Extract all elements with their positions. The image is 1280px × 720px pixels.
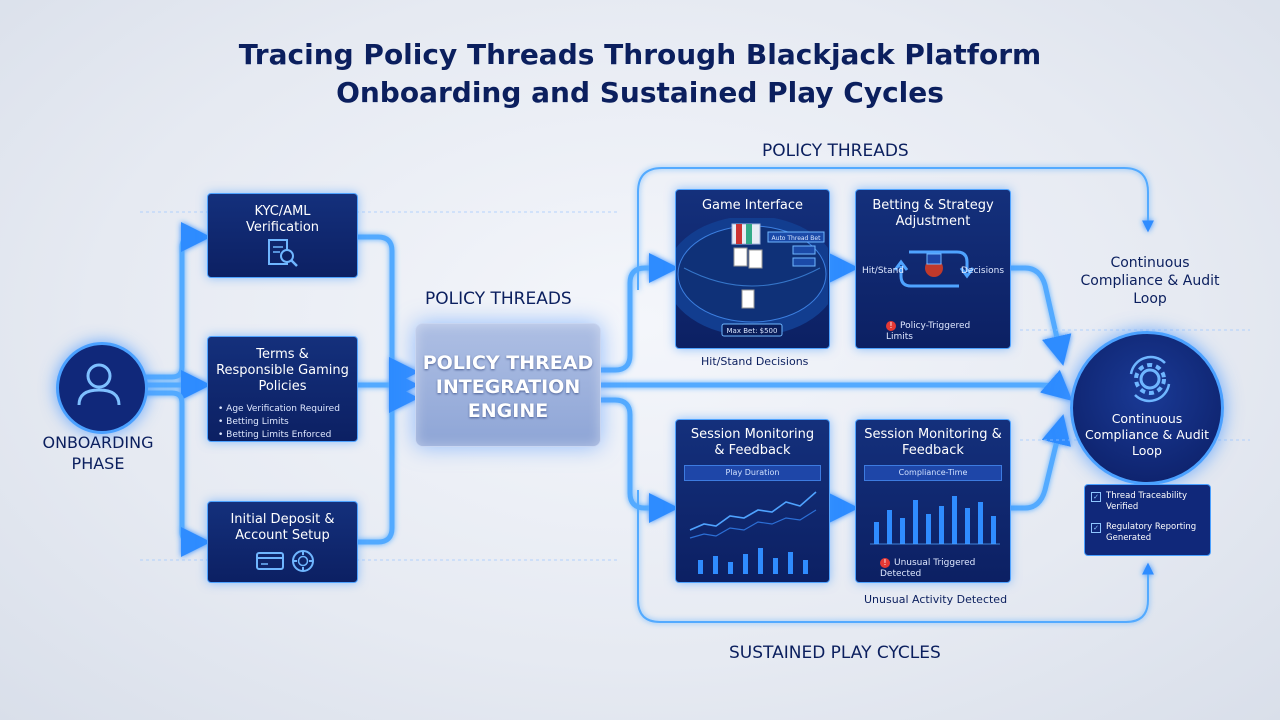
compliance-loop-node: Continuous Compliance & Audit Loop [1070,331,1224,485]
play-duration-chart [689,491,817,574]
title-line-1: Tracing Policy Threads Through Blackjack… [238,38,1042,71]
chart-bar [728,562,733,574]
game-interface-card: Game Interface Auto Thread Bet Max Bet: … [675,189,830,349]
chart-bar [803,560,808,574]
wire-deposit-engine [355,383,419,545]
alert-icon: ! [886,321,896,331]
user-icon [77,363,121,406]
policy-limits-text: Policy-Triggered Limits [886,321,971,342]
compliance-circle-label: Continuous Compliance & Audit Loop [1084,411,1210,458]
game-interface-title: Game Interface [701,198,804,213]
chart-bar [758,548,763,574]
initial-deposit-title: Initial Deposit & Account Setup [230,512,335,543]
chart-bar [900,518,905,544]
chart-bar [887,510,892,544]
wire-onb-kyc [139,222,211,380]
engine-section-label: POLICY THREADS [425,289,572,309]
upper-section-label: POLICY THREADS [762,141,909,161]
policy-thread-engine: POLICY THREAD INTEGRATION ENGINE [415,323,601,447]
diagram-title: Tracing Policy Threads Through Blackjack… [0,36,1280,112]
compliance-checklist: ✓ Thread Traceability Verified ✓ Regulator… [1084,484,1211,556]
strategy-cycle-icon [893,250,975,288]
chart-bar [788,552,793,574]
checkbox-icon: ✓ [1091,492,1101,502]
loop-top [637,167,1154,290]
hit-stand-label: Hit/Stand [862,266,905,276]
alert-icon: ! [880,558,890,568]
check-item: ✓ Thread Traceability Verified [1091,491,1204,513]
session-monitoring-card-1: Session Monitoring & Feedback Play Durat… [675,419,830,583]
wire-engine-main [598,369,1073,401]
terms-policies-title: Terms & Responsible Gaming Policies [216,347,349,394]
game-table-text: Max Bet: $500 [727,327,778,335]
unusual-trigger-text: Unusual Triggered Detected [880,558,976,579]
kyc-aml-title: KYC/AML Verification [245,204,320,235]
unusual-trigger-alert: !Unusual Triggered Detected [880,558,1000,580]
chart-bar [991,516,996,544]
wire-onb-deposit [139,390,211,557]
gear-refresh-icon [1129,355,1171,403]
onboarding-node [56,342,148,434]
terms-policies-card: Terms & Responsible Gaming Policies Age … [207,336,358,442]
loop-bottom [637,490,1154,623]
policy-limits-alert: !Policy-Triggered Limits [886,321,996,343]
kyc-aml-card: KYC/AML Verification [207,193,358,278]
terms-bullet: Age Verification Required [218,403,357,416]
chart-bar [939,506,944,544]
game-interface-caption: Hit/Stand Decisions [701,355,809,368]
blackjack-table-image: Auto Thread Bet Max Bet: $500 [676,218,828,337]
chart-bar [913,500,918,544]
wire-bet-comp [1008,265,1072,366]
check-item-text: Thread Traceability Verified [1106,491,1188,512]
chip-icon [292,550,314,572]
compliance-time-chart [870,496,1000,545]
terms-bullet: Betting Limits Enforced [218,429,357,442]
terms-bullet: Betting Limits [218,416,357,429]
betting-strategy-title: Betting & Strategy Adjustment [872,198,994,229]
chart-bar [952,496,957,544]
title-line-2: Onboarding and Sustained Play Cycles [336,76,944,109]
compliance-top-label: Continuous Compliance & Audit Loop [1080,255,1220,307]
onboarding-label: ONBOARDING PHASE [42,433,154,473]
terms-bullet-list: Age Verification Required Betting Limits… [218,403,357,442]
chart-bar [713,556,718,574]
trend-line [689,491,817,531]
session-monitoring-title-1: Session Monitoring & Feedback [690,427,815,458]
checkbox-icon: ✓ [1091,523,1101,533]
trend-line [689,509,817,539]
lower-section-label: SUSTAINED PLAY CYCLES [729,643,941,663]
betting-strategy-card: Betting & Strategy Adjustment Hit/Stand … [855,189,1011,349]
chart-bar [743,554,748,574]
document-search-icon [268,239,298,267]
chart-bar [773,558,778,574]
compliance-time-label: Compliance-Time [864,465,1002,481]
chart-bar [874,522,879,544]
wire-kyc-engine [355,234,419,387]
chart-bar [978,502,983,544]
chart-bar [965,508,970,544]
chart-bar [698,560,703,574]
check-item-text: Regulatory Reporting Generated [1106,522,1197,543]
session-monitoring-card-2: Session Monitoring & Feedback Compliance… [855,419,1011,583]
initial-deposit-card: Initial Deposit & Account Setup [207,501,358,583]
decisions-label: Decisions [961,266,1005,276]
session-monitoring-title-2: Session Monitoring & Feedback [864,427,1002,458]
unusual-activity-caption: Unusual Activity Detected [864,593,1008,606]
play-duration-label: Play Duration [684,465,821,481]
chart-bar [926,514,931,544]
credit-card-icon [256,552,284,570]
check-item: ✓ Regulatory Reporting Generated [1091,522,1204,544]
game-table-text: Auto Thread Bet [772,235,822,242]
wire-mon2-comp [1008,414,1071,511]
